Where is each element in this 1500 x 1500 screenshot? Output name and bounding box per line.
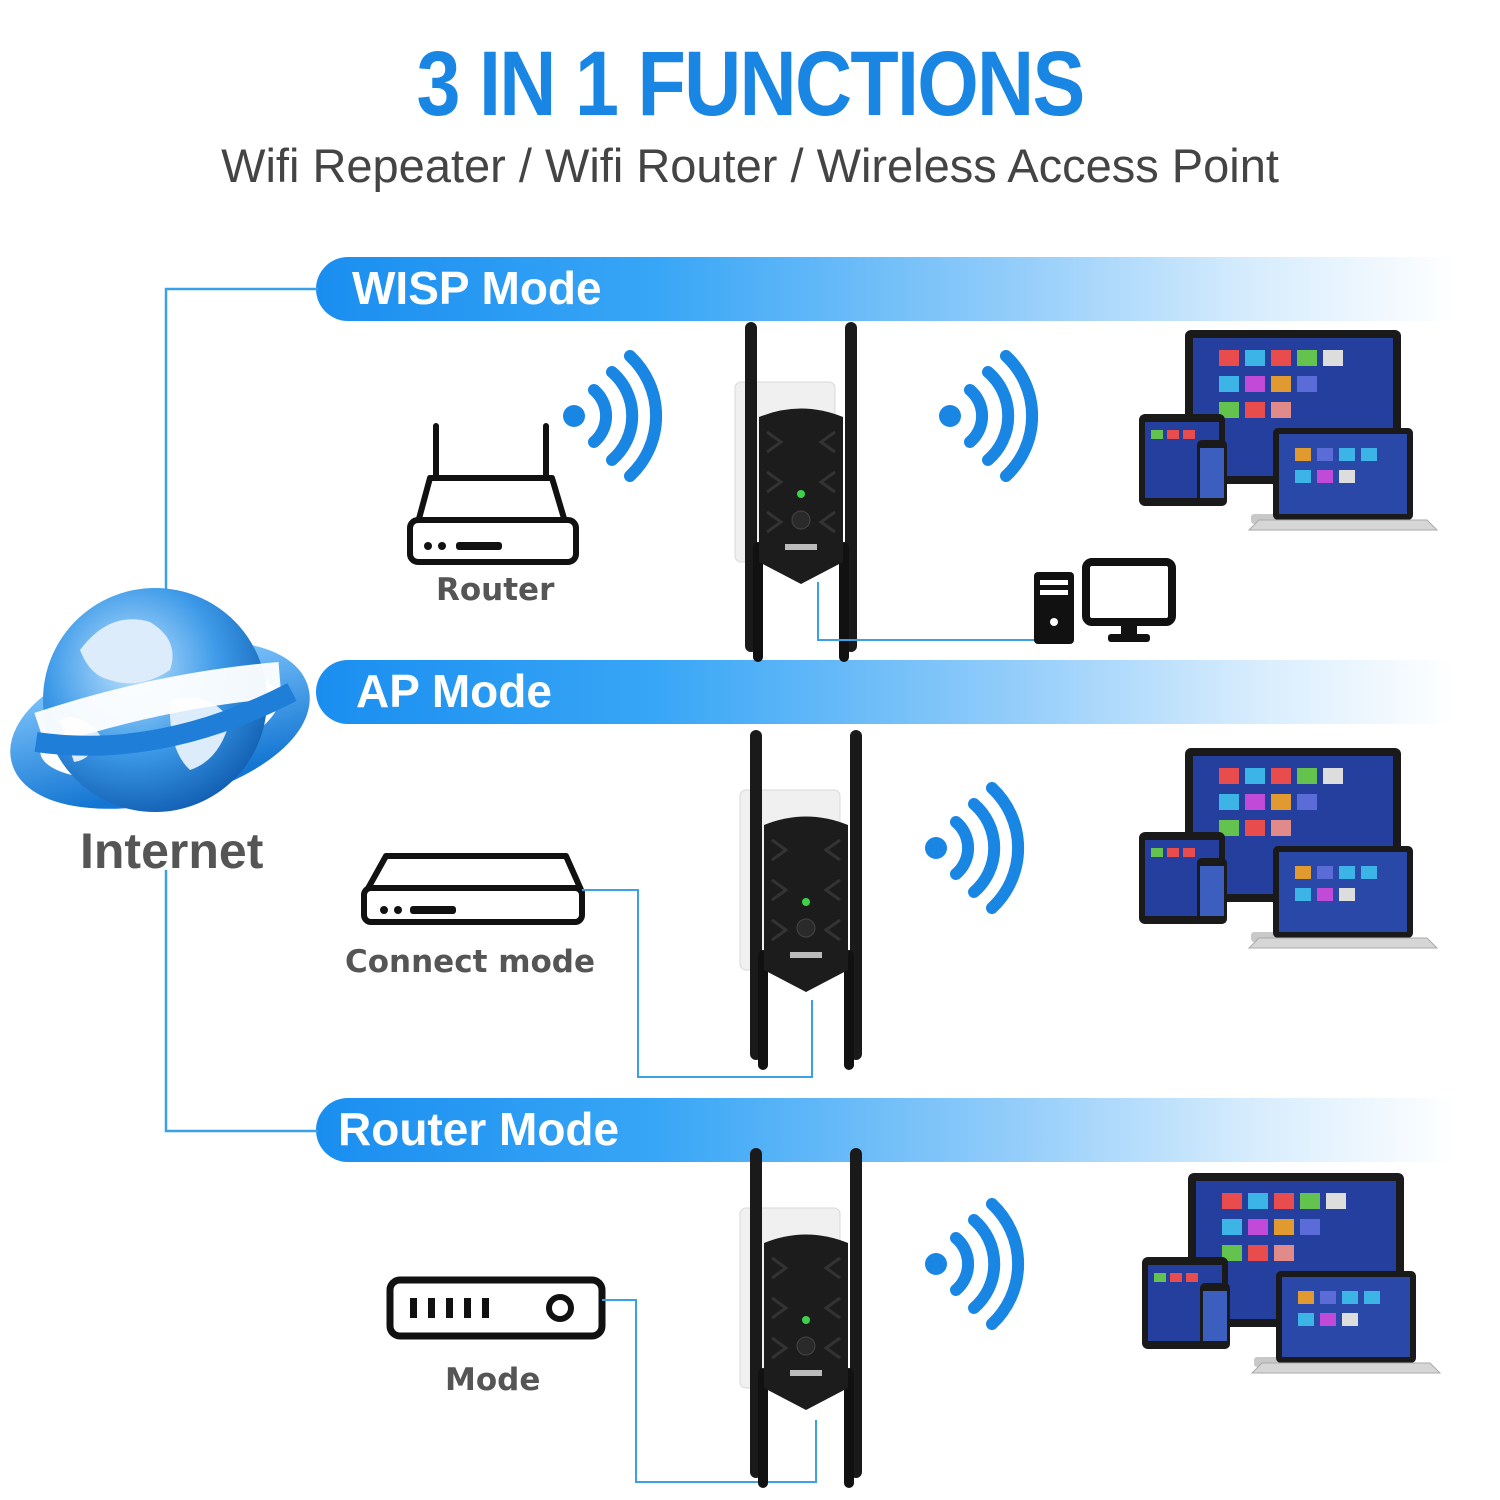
desktop-pc-icon [1034,558,1176,644]
wisp-mode-label: WISP Mode [352,262,602,314]
wifi-signal-icon [939,356,1032,476]
page-subtitle: Wifi Repeater / Wifi Router / Wireless A… [221,139,1279,192]
client-devices-icon [1138,747,1438,949]
ethernet-cable [602,1299,817,1483]
wifi-signal-icon [563,356,656,476]
ethernet-cable [817,582,1035,641]
switch-icon [361,853,585,925]
client-devices-icon [1141,1172,1441,1374]
connect-mode-label: Connect mode [345,944,596,980]
ap-mode-label: AP Mode [356,665,552,717]
wifi-signal-icon [925,788,1018,908]
modem-icon [386,1276,606,1340]
page-title: 3 IN 1 FUNCTIONS [416,33,1085,135]
client-devices-icon [1138,329,1438,531]
banner-ap-mode: AP Mode [316,660,1456,724]
internet-connection-lines [164,287,318,1133]
mode-label: Mode [445,1362,541,1398]
router-icon [407,423,579,565]
globe-icon [10,588,310,812]
range-extender-router [738,1146,864,1490]
banner-wisp-mode: WISP Mode [316,257,1456,321]
internet-label: Internet [80,823,264,879]
ethernet-cable [582,889,813,1078]
router-label: Router [436,572,555,608]
wifi-signal-icon [925,1204,1018,1324]
banner-router-mode: Router Mode [316,1098,1456,1162]
range-extender-ap [738,728,864,1072]
range-extender-wisp [733,320,859,664]
router-mode-label: Router Mode [338,1103,620,1155]
